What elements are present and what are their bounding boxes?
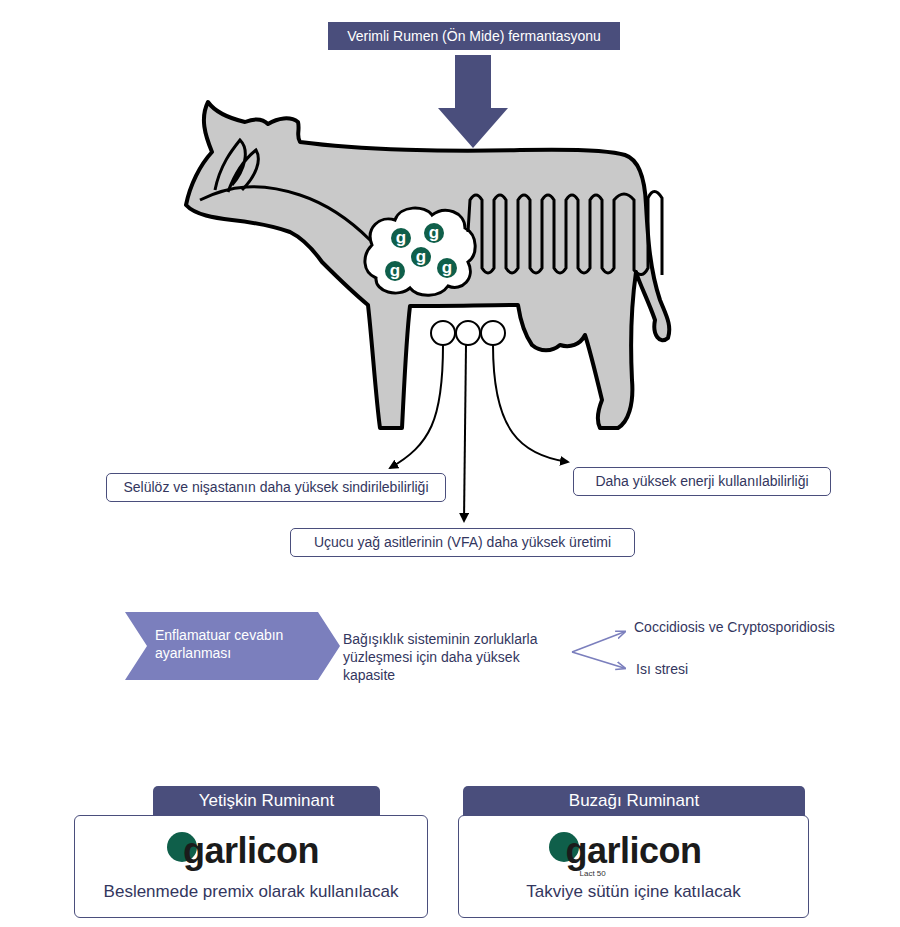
info-box: Selülöz ve nişastanın daha yüksek sindir… [106,473,446,502]
box-text: Uçucu yağ asitlerinin (VFA) daha yüksek … [299,534,626,551]
product-panel: Yetişkin RuminantgarliconBeslenmede prem… [74,786,428,918]
leader-arrow [464,345,466,521]
box-text: Daha yüksek enerji kullanılabilirliği [582,473,822,490]
panel-caption: Takviye sütün içine katılacak [459,882,808,902]
info-box: Daha yüksek enerji kullanılabilirliği [573,467,831,496]
note-text: Isı stresi [636,660,756,678]
esophagus [200,187,370,240]
cow-body [186,102,669,428]
leader-arrow [493,345,568,462]
block-arrow [438,55,508,148]
logo-text: garlicon [565,830,701,872]
leader-arrow [572,652,624,668]
box-text: Enflamatuar cevabın ayarlanması [155,626,303,662]
chevron-box: Enflamatuar cevabın ayarlanması [125,612,343,680]
logo-letter: g [391,228,411,248]
vessel-circle [456,321,480,345]
logo-letter: g [385,261,405,281]
chevron-shape [125,612,340,680]
vessel-circle [431,321,455,345]
info-box: Uçucu yağ asitlerinin (VFA) daha yüksek … [290,528,635,557]
panel-frame: garliconBeslenmede premix olarak kullanı… [74,815,428,918]
logo-letter: g [411,247,431,267]
vessel-circle [481,321,505,345]
logo-letter: g [424,223,444,243]
rumen [365,208,475,295]
logo-wrap: garlicon [183,830,319,872]
panel-caption: Beslenmede premix olarak kullanılacak [75,882,427,902]
logo-dots [385,223,457,281]
note-text: Coccidiosis ve Cryptosporidiosis [634,618,854,636]
logo-text: garlicon [183,830,319,872]
logo-letter: g [437,258,457,278]
leader-arrow [390,345,443,468]
panel-tab: Yetişkin Ruminant [153,786,380,816]
leader-arrow [572,632,624,652]
intestines [468,192,662,276]
head-organs [215,140,258,192]
product-panel: Buzağı Ruminant garliconLact 50 Takviye sü… [458,786,809,918]
title-band: Verimli Rumen (Ön Mide) fermantasyonu [328,22,620,50]
logo-wrap: garliconLact 50 [565,830,701,872]
box-text: Selülöz ve nişastanın daha yüksek sindir… [115,479,437,496]
panel-frame: garliconLact 50 Takviye sütün içine katıl… [458,815,809,918]
box-text: Verimli Rumen (Ön Mide) fermantasyonu [338,28,610,44]
note-text: Bağışıklık sisteminin zorluklarla yüzleş… [343,630,575,684]
panel-tab: Buzağı Ruminant [463,786,805,816]
